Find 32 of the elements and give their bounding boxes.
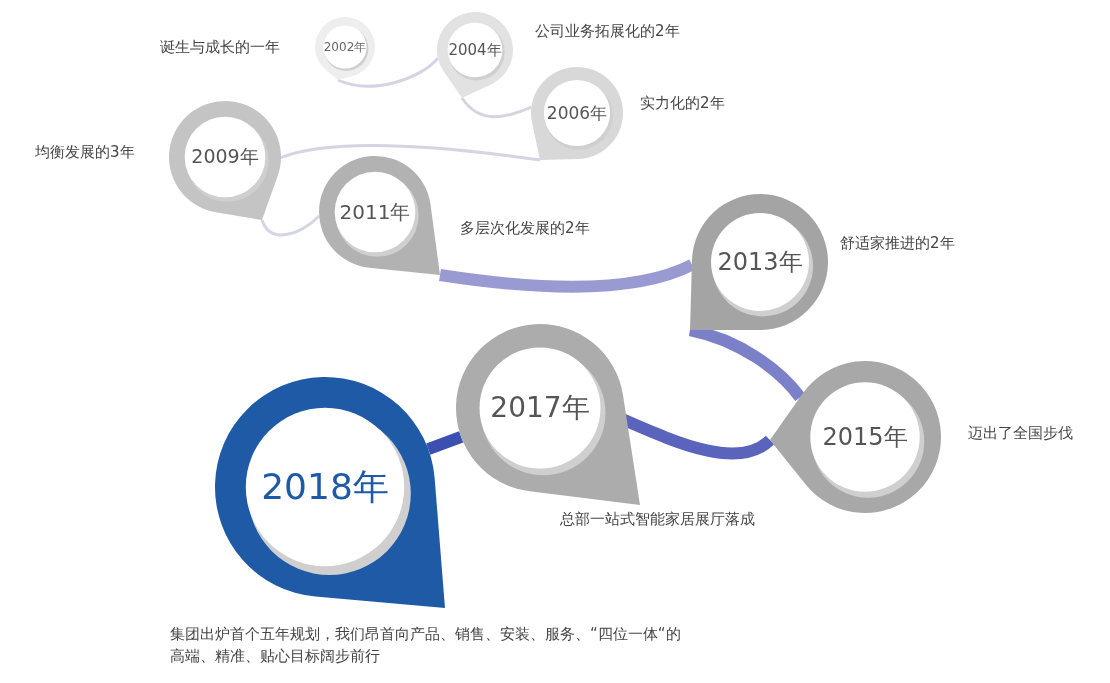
milestone-description: 公司业务拓展化的2年 [535,21,681,42]
map-pin [319,156,440,275]
timeline-road [426,431,464,455]
map-pin [690,194,828,330]
timeline-road [260,214,321,237]
year-label: 2013年 [717,247,803,278]
map-pin [456,324,640,505]
year-label: 2004年 [448,40,502,60]
milestone-description: 迈出了全国步伐 [968,423,1074,444]
year-label: 2011年 [339,198,411,226]
year-label: 2017年 [490,390,590,426]
year-label: 2006年 [546,101,608,125]
timeline-road [460,97,532,119]
milestone-description: 均衡发展的3年 [35,142,136,163]
map-pin [531,67,623,160]
milestone-description: 实力化的2年 [640,93,726,114]
year-label: 2018年 [261,464,389,509]
milestone-description: 舒适家推进的2年 [840,233,956,254]
milestone-description: 多层次化发展的2年 [460,218,591,239]
map-pin [315,17,375,80]
map-pin [770,361,941,513]
map-pin [215,377,445,608]
milestone-description: 集团出炉首个五年规划，我们昂首向产品、销售、安装、服务、“四位一体“的高端、精准、贴心目标阔步前行 [170,624,682,667]
milestone-description: 诞生与成长的一年 [160,37,281,58]
timeline-road [337,57,439,88]
year-label: 2015年 [822,422,908,453]
map-pin [437,12,513,98]
map-pin [169,101,281,220]
year-label: 2009年 [191,144,259,169]
year-label: 2002年 [323,38,367,56]
milestone-description: 总部一站式智能家居展厅落成 [560,509,756,530]
timeline-road [280,144,541,162]
